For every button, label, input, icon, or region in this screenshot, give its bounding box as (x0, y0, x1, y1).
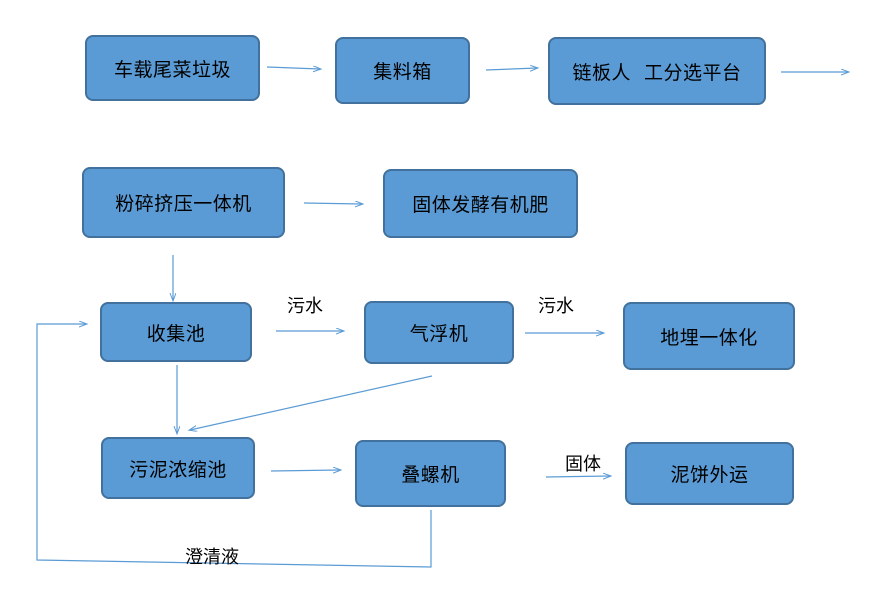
node-buried-integrated-unit: 地埋一体化 (623, 302, 795, 370)
edge-label-solid: 固体 (565, 454, 601, 475)
node-chain-sorting-platform: 链板人 工分选平台 (548, 37, 766, 105)
node-solid-fermentation-fertilizer: 固体发酵有机肥 (383, 169, 578, 238)
node-sludge-cake-transport: 泥饼外运 (625, 442, 794, 505)
edge-label-wastewater-2: 污水 (538, 296, 574, 317)
arrow-2-3 (485, 68, 537, 70)
arrow-return-loop (36, 324, 432, 568)
node-truck-vegetable-waste: 车载尾菜垃圾 (85, 35, 260, 101)
arrow-4-5 (303, 203, 362, 204)
arrow-7-9 (190, 375, 433, 430)
node-crush-press-machine: 粉碎挤压一体机 (82, 167, 285, 238)
arrow-1-2 (266, 67, 320, 69)
edge-label-clarified-liquid: 澄清液 (185, 547, 239, 568)
arrow-9-10 (270, 470, 340, 471)
node-collection-bin: 集料箱 (335, 37, 470, 104)
arrow-10-11 (545, 476, 610, 477)
node-screw-press: 叠螺机 (355, 440, 506, 507)
node-sludge-thickener: 污泥浓缩池 (101, 437, 255, 499)
node-collection-tank: 收集池 (100, 302, 252, 362)
edge-label-wastewater-1: 污水 (287, 296, 323, 317)
node-air-flotation: 气浮机 (364, 301, 514, 364)
